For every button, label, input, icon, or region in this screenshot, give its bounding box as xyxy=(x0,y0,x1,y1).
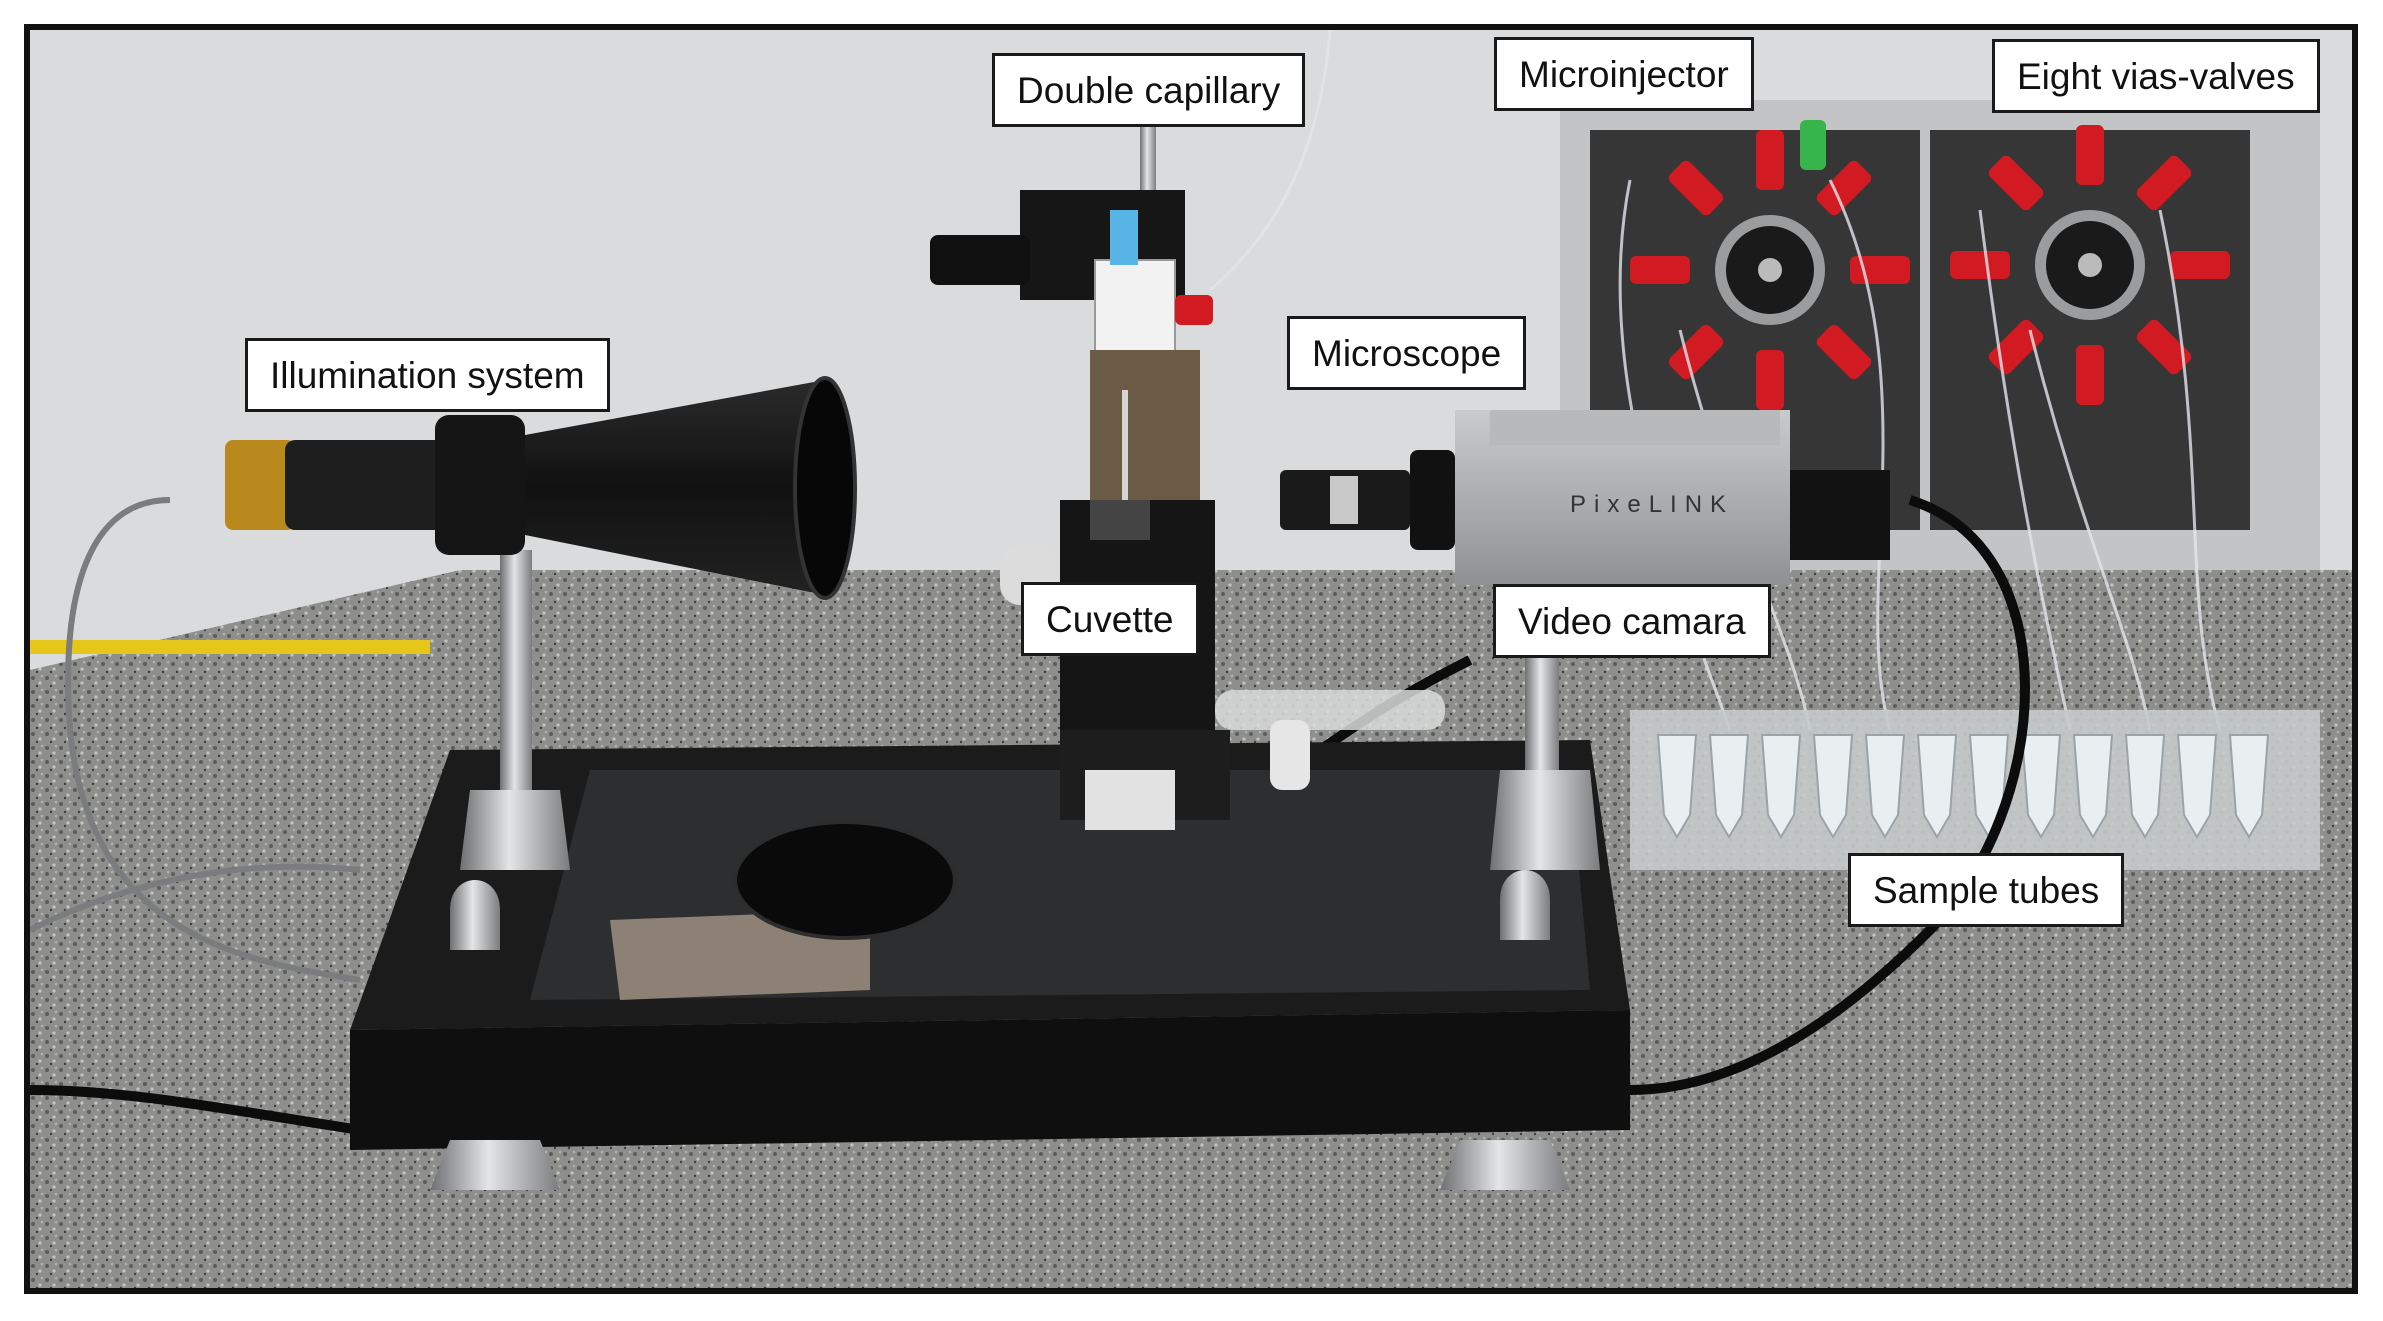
photo-frame: PixeLINK Double capillary Microinjector … xyxy=(24,24,2358,1294)
label-cuvette: Cuvette xyxy=(1021,582,1199,656)
knob-right xyxy=(1500,870,1550,940)
yellow-cable xyxy=(30,640,430,654)
xyz-stage xyxy=(1000,500,1445,830)
label-eight-vias-valves: Eight vias-valves xyxy=(1992,39,2320,113)
lid xyxy=(733,820,957,940)
foot-left xyxy=(430,1140,560,1190)
sample-tubes xyxy=(1656,734,2270,839)
label-microinjector: Microinjector xyxy=(1494,37,1754,111)
eight-way-valve-right xyxy=(1950,125,2230,405)
label-video-camera: Video camara xyxy=(1493,584,1771,658)
label-illumination-system: Illumination system xyxy=(245,338,610,412)
eight-way-valve-left xyxy=(1630,120,1910,410)
grey-cable xyxy=(30,497,361,983)
foot-right xyxy=(1440,1140,1570,1190)
label-microscope: Microscope xyxy=(1287,316,1527,390)
illumination-post xyxy=(500,550,532,810)
camera-brand-text: PixeLINK xyxy=(1570,491,1734,518)
microscope-objective xyxy=(1280,450,1455,550)
lab-setup-photo: PixeLINK xyxy=(30,30,2352,1288)
label-sample-tubes: Sample tubes xyxy=(1848,853,2125,927)
knob-left xyxy=(450,880,500,950)
video-camera xyxy=(1455,410,1890,585)
capillary-holder xyxy=(930,190,1213,510)
illumination-system xyxy=(225,376,857,600)
label-double-capillary: Double capillary xyxy=(992,53,1306,127)
